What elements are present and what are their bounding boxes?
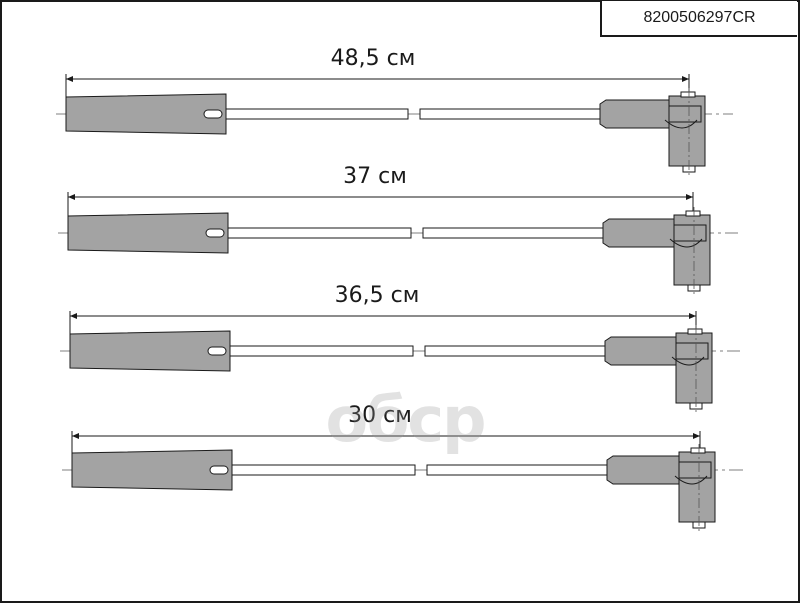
watermark-logo: oбcp — [315, 385, 495, 455]
cable-length-label: 48,5 см — [331, 46, 416, 71]
part-number-box: 8200506297CR — [600, 1, 797, 37]
plug-connector-cap — [669, 105, 702, 123]
plug-connector-curve — [664, 119, 698, 129]
plug-connector-body — [673, 214, 711, 286]
dimension-arrow-right — [682, 76, 689, 82]
plug-connector-sleeve — [599, 99, 670, 129]
wire-segment-left — [229, 345, 414, 357]
dimension-arrow-left — [68, 194, 75, 200]
cable-4: 30 см — [62, 403, 743, 532]
plug-connector-sleeve — [604, 336, 677, 366]
plug-connector-cap — [674, 224, 707, 242]
part-number: 8200506297CR — [643, 9, 756, 26]
cable-length-label: 36,5 см — [335, 283, 420, 308]
plug-connector-curve — [671, 356, 705, 366]
plug-connector-sleeve — [606, 455, 680, 485]
watermark-text: oбcp — [325, 383, 486, 456]
dimension-arrow-right — [693, 433, 700, 439]
plug-connector-cap — [676, 342, 709, 360]
cable-length-label: 37 см — [343, 164, 407, 189]
coil-boot — [67, 212, 229, 254]
wire-segment-left — [227, 227, 412, 239]
plug-connector-top-tab — [687, 328, 703, 335]
boot-slot — [205, 228, 225, 238]
dimension-arrow-left — [70, 313, 77, 319]
plug-connector-body — [678, 451, 716, 523]
cable-3: 36,5 см — [60, 283, 740, 413]
coil-boot — [71, 449, 233, 491]
dimension-arrow-left — [66, 76, 73, 82]
plug-connector-top-tab — [685, 210, 701, 217]
wire-segment-right — [426, 464, 608, 476]
coil-boot — [69, 330, 231, 372]
dimension-arrow-right — [686, 194, 693, 200]
plug-connector-top-tab — [690, 447, 706, 454]
boot-slot — [207, 346, 227, 356]
plug-connector-body — [668, 95, 706, 167]
wire-segment-left — [225, 108, 409, 120]
cable-2: 37 см — [58, 164, 738, 295]
wire-segment-right — [422, 227, 604, 239]
plug-connector-top-tab — [680, 91, 696, 98]
plug-connector-curve — [669, 238, 703, 248]
plug-connector-curve — [674, 475, 708, 485]
plug-connector-cap — [679, 461, 712, 479]
cable-1: 48,5 см — [56, 46, 733, 176]
boot-slot — [209, 465, 229, 475]
cables-layer: 48,5 см 37 см 36,5 см 30 см — [56, 46, 743, 532]
boot-slot — [203, 109, 223, 119]
cable-length-label: 30 см — [348, 403, 412, 428]
dimension-arrow-left — [72, 433, 79, 439]
wire-segment-right — [424, 345, 606, 357]
plug-connector-sleeve — [602, 218, 675, 248]
dimension-arrow-right — [689, 313, 696, 319]
wire-segment-left — [231, 464, 416, 476]
plug-connector-body — [675, 332, 713, 404]
wire-segment-right — [419, 108, 601, 120]
coil-boot — [65, 93, 227, 135]
